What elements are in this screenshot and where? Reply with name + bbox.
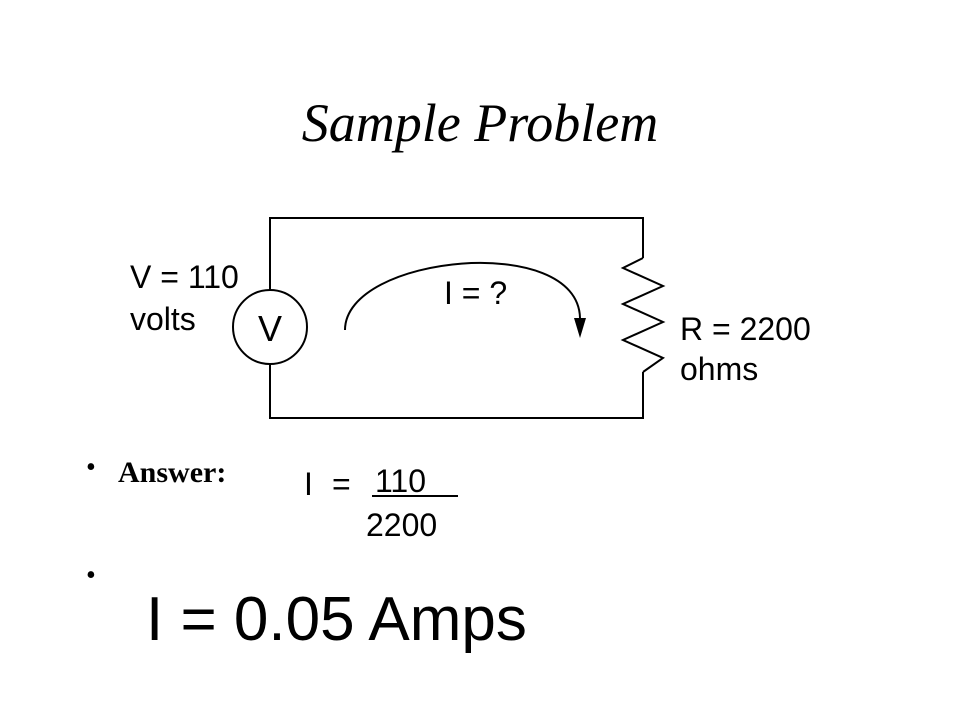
answer-label: Answer: — [118, 456, 227, 489]
voltage-source-symbol: V — [258, 308, 282, 349]
slide-title: Sample Problem — [301, 93, 659, 153]
final-answer: I = 0.05 Amps — [146, 585, 527, 654]
voltage-unit-label: volts — [130, 301, 196, 337]
formula-numerator: 110 — [375, 463, 426, 499]
circuit-wire — [269, 364, 644, 419]
current-arrowhead — [574, 318, 586, 338]
voltage-source-circle — [232, 289, 308, 365]
formula-lhs: I — [304, 466, 313, 502]
formula-denominator: 2200 — [366, 507, 437, 543]
resistance-unit-label: ohms — [680, 351, 758, 387]
resistor-symbol — [620, 257, 666, 373]
current-label: I = ? — [444, 275, 507, 311]
circuit-wire — [269, 217, 644, 290]
voltage-value-label: V = 110 — [130, 259, 239, 295]
formula-equals: = — [332, 466, 351, 502]
bullet-marker: • — [86, 560, 96, 591]
bullet-marker: • — [86, 452, 96, 483]
current-arrow — [344, 261, 581, 331]
resistance-value-label: R = 2200 — [680, 311, 811, 347]
